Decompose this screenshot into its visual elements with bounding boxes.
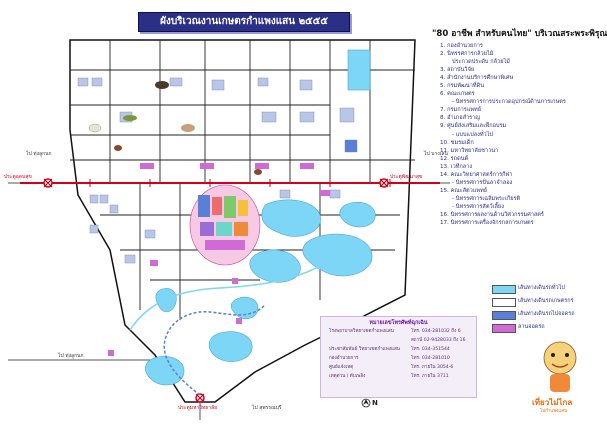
info-label: เหตุด่วน / ดับเพลิง (329, 374, 366, 379)
cyan-route (129, 259, 331, 331)
legend-item: 10. ชมรมเด็ก (440, 139, 474, 146)
gate-left-label: ประตูอุดมสุข (4, 174, 32, 180)
info-phone: โทร. 034-281010 (411, 356, 450, 361)
info-phone: โทร. 034-281032 ถึง 6 (411, 329, 461, 334)
key-swatch (492, 285, 516, 294)
direction-bottom-left: ไป ทุ่งลูกนก (58, 353, 84, 359)
direction-right: ไป บางเลน (424, 151, 448, 157)
key-swatch (492, 311, 516, 320)
pond-top-right (347, 49, 371, 91)
direction-left: ไป ทุ่งลูกนก (26, 151, 52, 157)
legend-item: - นิทรรศการสัตว์เลี้ยง (452, 203, 504, 210)
info-header: หมายเลขโทรศัพท์ฉุกเฉิน (369, 320, 428, 326)
info-label: กองอำนวยการ (329, 356, 359, 361)
emergency-info-box: หมายเลขโทรศัพท์ฉุกเฉิน โรงพยาบาลวิทยาเขต… (320, 316, 477, 398)
key-label: เส้นทางเดินรถเกษตรกร (518, 298, 574, 304)
gate-right-label: ประตูพัฒนาสุข (390, 174, 423, 180)
legend-item: 8. อำเภอสำราญ (440, 115, 481, 122)
lakes (145, 199, 376, 386)
legend-item: 3. สถาบันวิจัย (440, 67, 475, 74)
legend-item: 16. นิทรรศการผลงานด้านวิศวกรรมศาสตร์ (440, 211, 544, 218)
legend-item: - แบบแปลงทั่วไป (452, 131, 494, 138)
main-road-dashes (89, 179, 391, 187)
legend-item: - นิทรรศการเฉลิมพระเกียรติ (452, 195, 521, 202)
info-phone: สถานี 02-9428033 ถึง 16 (411, 338, 466, 343)
legend-item: 5. กรมพัฒนาที่ดิน (440, 83, 485, 90)
info-row: ศูนย์แจ้งเหตุ โทร. ภายใน 3054-6 (321, 363, 476, 372)
info-row: กองอำนวยการ โทร. 034-281010 (321, 354, 476, 363)
legend-item: 11. มหาวิทยาลัยชาวนา (440, 147, 499, 154)
parking-lots (140, 163, 330, 266)
legend-item: ประกวดประดับ กล้วยไม้ (452, 59, 510, 66)
compass-icon (361, 398, 371, 408)
info-label: ศูนย์แจ้งเหตุ (329, 365, 354, 370)
info-phone: โทร. 034-351544 (411, 347, 450, 352)
legend-item: - นิทรรศการการประกวดอุปกรณ์ด้านการเกษตร (452, 99, 566, 106)
key-swatch (492, 298, 516, 307)
key-row: เส้นทางเดินรถไปจอดรถ (492, 308, 597, 321)
legend-item: 1. กองอำนวยการ (440, 43, 483, 49)
gate-bottom-label: ประตูมหาวิทยาลัย (178, 405, 218, 411)
gate-right-icon (379, 178, 389, 188)
mascot-subtext: ไปกำแพงแสน (540, 409, 568, 414)
info-label: ประชาสัมพันธ์ วิทยาเขตกำแพงแสน (329, 347, 400, 352)
mascot-icon (543, 341, 577, 392)
key-row: ลานจอดรถ (492, 321, 597, 334)
legend-item: 13. เวทีกลาง (440, 163, 473, 170)
legend-item: 17. นิทรรศการเครื่องจักรกลการเกษตร (440, 220, 534, 227)
legend-item: - นิทรรศการปั่นลาจำลอง (452, 179, 513, 186)
buildings (77, 77, 358, 264)
legend-title: "80 อาชีพ สำหรับคนไทย" บริเวณสระพระพิรุณ (432, 29, 607, 39)
info-phone: โทร. ภายใน 3054-6 (411, 365, 454, 370)
legend-item: 7. กรมการแพทย์ (440, 107, 481, 114)
info-row: สถานี 02-9428033 ถึง 16 (321, 336, 476, 345)
key-label: เส้นทางเดินรถทั่วไป (518, 285, 565, 291)
direction-bottom: ไป สุพรรณบุรี (252, 405, 282, 411)
mascot-text: เที่ยวไม่ไกล (532, 398, 573, 407)
info-row: ประชาสัมพันธ์ วิทยาเขตกำแพงแสน โทร. 034-3… (321, 345, 476, 354)
key-row: เส้นทางเดินรถทั่วไป (492, 282, 597, 295)
parking-markers (108, 278, 242, 356)
legend-item: 6. คณะเกษตร (440, 91, 475, 98)
key-swatch (492, 324, 516, 333)
farm-animal-icons (88, 81, 262, 175)
key-label: ลานจอดรถ (518, 324, 545, 330)
key-label: เส้นทางเดินรถไปจอดรถ (518, 311, 575, 317)
info-label: โรงพยาบาลวิทยาเขตกำแพงแสน (329, 329, 394, 334)
info-phone: โทร. ภายใน 3711 (411, 374, 449, 379)
info-row: โรงพยาบาลวิทยาเขตกำแพงแสน โทร. 034-281032… (321, 327, 476, 336)
legend-item: 15. คณะสัตวแพทย์ (440, 187, 488, 194)
legend-item: 14. คณะวิทยาศาสตร์การกีฬา (440, 171, 513, 178)
compass-label: N (372, 399, 378, 407)
info-row: เหตุด่วน / ดับเพลิง โทร. ภายใน 3711 (321, 372, 476, 381)
route-key: เส้นทางเดินรถทั่วไปเส้นทางเดินรถเกษตรกรเ… (492, 282, 597, 334)
map-title: ผังบริเวณงานเกษตรกำแพงแสน ๒๕๕๕ (138, 12, 350, 32)
key-row: เส้นทางเดินรถเกษตรกร (492, 295, 597, 308)
legend-item: 12. รถดนต์ (440, 155, 469, 162)
gate-bottom-icon (195, 393, 205, 403)
legend-list: 1. กองอำนวยการ 2. นิทรรศการกล้วยไม้ประกวด… (440, 42, 595, 227)
legend-item: 2. นิทรรศการกล้วยไม้ (440, 51, 494, 58)
legend-item: 4. สำนักงานบริการศึกษาพิเศษ (440, 75, 514, 82)
central-zone (189, 184, 261, 266)
gate-left-icon (43, 178, 53, 188)
legend-item: 9. ศูนย์ส่งเสริมและฝึกอบรม (440, 123, 507, 130)
